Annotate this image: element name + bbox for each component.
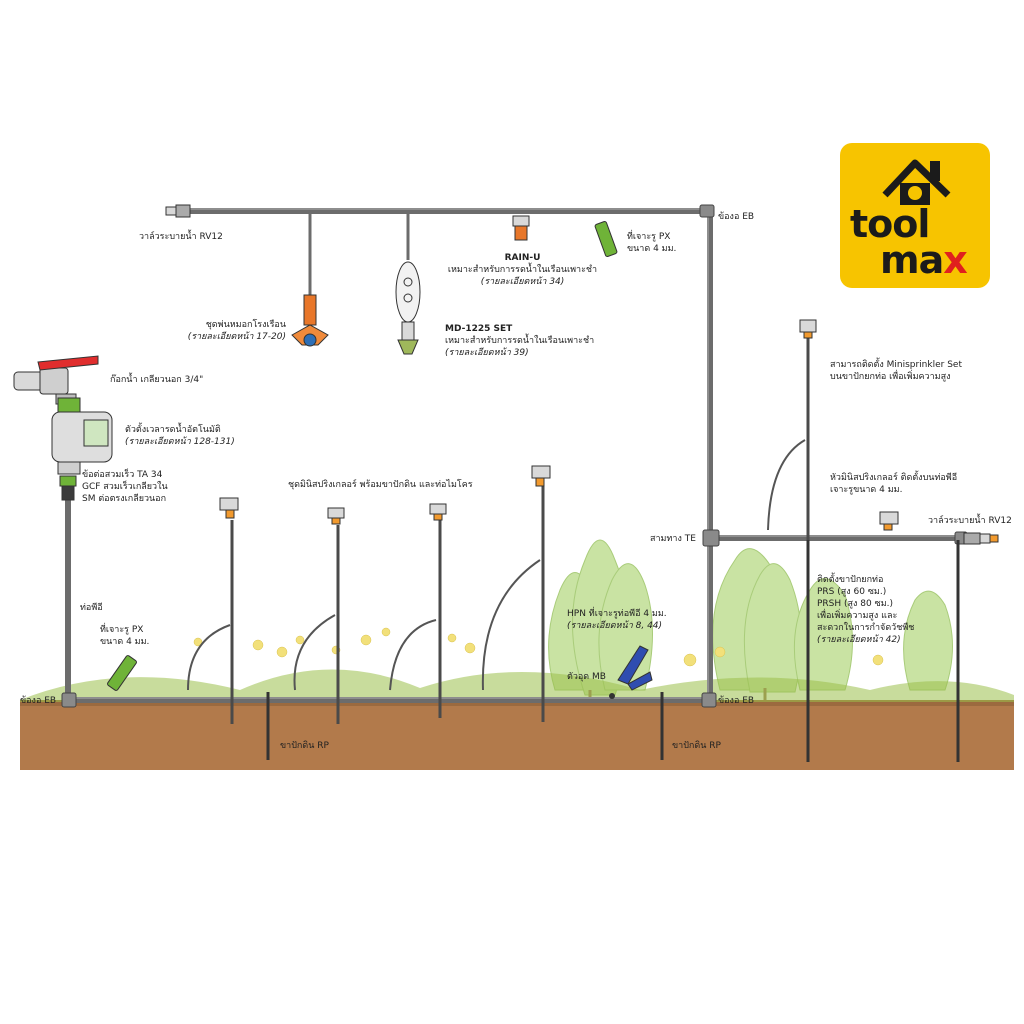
timer-title: ตัวตั้งเวลารดน้ำอัตโนมัติ xyxy=(125,425,221,435)
minisprinkler-stakes xyxy=(230,330,810,724)
label-mb-plug: ตัวอุด MB xyxy=(567,672,606,682)
rp-stakes xyxy=(266,692,664,760)
toolmax-logo: tool max xyxy=(840,143,990,288)
label-pvc-pipe: ท่อพีอี xyxy=(80,603,103,613)
px-bottom-line1: ที่เจาะรู PX xyxy=(100,625,144,635)
label-tee: สามทาง TE xyxy=(650,534,696,544)
elbow-bottom-left xyxy=(61,692,77,708)
prs-line1: ติดตั้งขาปักยกท่อ xyxy=(817,575,884,585)
hpn-ref: (รายละเอียดหน้า 8, 44) xyxy=(567,621,663,631)
prs-stakes xyxy=(806,540,960,762)
flowers xyxy=(193,627,884,667)
md-1225-set xyxy=(395,214,421,355)
pipe-highlights xyxy=(72,208,960,700)
label-elbow-top: ข้องอ EB xyxy=(718,212,755,222)
connector-line1: ข้อต่อสวมเร็ว TA 34 xyxy=(82,470,163,480)
label-stake-rp-1: ขาปักดิน RP xyxy=(280,741,329,751)
label-valve-top: วาล์วระบายน้ำ RV12 xyxy=(139,232,223,242)
micro-tubes xyxy=(187,439,806,691)
logo-word-1: tool xyxy=(850,202,930,246)
prs-line5: สะดวกในการกำจัดวัชพืช xyxy=(817,623,915,633)
label-prs: ติดตั้งขาปักยกท่อ PRS (สูง 60 ซม.) PRSH … xyxy=(817,574,914,646)
water-timer xyxy=(51,397,113,475)
md-ref: (รายละเอียดหน้า 39) xyxy=(445,348,529,358)
rain-u-title: RAIN-U xyxy=(504,253,541,263)
md-title: MD-1225 SET xyxy=(445,324,513,334)
fogger-title: ชุดพ่นหมอกโรงเรือน xyxy=(205,320,286,330)
quick-connector xyxy=(59,475,77,501)
valve-rv12-right xyxy=(963,532,999,545)
label-faucet: ก๊อกน้ำ เกลียวนอก 3/4" xyxy=(110,375,204,385)
rain-u-head xyxy=(512,215,530,241)
mini-install-line1: สามารถติดตั้ง Minisprinkler Set xyxy=(830,360,962,370)
mb-plug xyxy=(609,693,615,699)
label-md-1225: MD-1225 SET เหมาะสำหรับการรดน้ำในเรือนเพ… xyxy=(445,323,594,359)
pipes xyxy=(65,208,963,703)
label-elbow-left: ข้องอ EB xyxy=(20,696,57,706)
logo-accent-x: x xyxy=(943,238,967,282)
px-top-line1: ที่เจาะรู PX xyxy=(627,232,671,242)
label-px-top: ที่เจาะรู PX ขนาด 4 มม. xyxy=(627,231,676,255)
prs-line2: PRS (สูง 60 ซม.) xyxy=(817,587,887,597)
label-hpn: HPN ที่เจาะรูท่อพีอี 4 มม. (รายละเอียดหน… xyxy=(567,608,667,632)
soil xyxy=(20,704,1014,770)
label-mini-set: ชุดมินิสปริงเกลอร์ พร้อมขาปักดิน และท่อไ… xyxy=(288,480,473,490)
prs-line3: PRSH (สูง 80 ซม.) xyxy=(817,599,894,609)
hpn-title: HPN ที่เจาะรูท่อพีอี 4 มม. xyxy=(567,609,667,619)
valve-rv12-top xyxy=(165,204,191,218)
logo-word-2-prefix: ma xyxy=(880,238,944,282)
label-px-bottom: ที่เจาะรู PX ขนาด 4 มม. xyxy=(100,624,149,648)
house-icon xyxy=(882,159,951,205)
head-line1: หัวมินิสปริงเกลอร์ ติดตั้งบนท่อพีอี xyxy=(830,473,958,483)
prs-line4: เพื่อเพิ่มความสูง และ xyxy=(817,611,898,621)
connector-line3: SM ต่อตรงเกลียวนอก xyxy=(82,494,167,504)
label-stake-rp-2: ขาปักดิน RP xyxy=(672,741,721,751)
fogger-set xyxy=(291,214,329,347)
head-line2: เจาะรูขนาด 4 มม. xyxy=(830,485,903,495)
px-punch-top xyxy=(594,221,618,257)
prs-ref: (รายละเอียดหน้า 42) xyxy=(817,635,901,645)
px-top-line2: ขนาด 4 มม. xyxy=(627,244,677,254)
fogger-ref: (รายละเอียดหน้า 17-20) xyxy=(187,332,286,342)
px-bottom-line2: ขนาด 4 มม. xyxy=(100,637,150,647)
label-valve-right: วาล์วระบายน้ำ RV12 xyxy=(928,516,1012,526)
label-fogger: ชุดพ่นหมอกโรงเรือน (รายละเอียดหน้า 17-20… xyxy=(170,319,286,343)
label-rain-u: RAIN-U เหมาะสำหรับการรดน้ำในเรือนเพาะชำ … xyxy=(430,252,615,288)
elbow-bottom-right xyxy=(701,692,717,708)
elbow-top-right xyxy=(699,204,715,218)
label-sprinkler-head: หัวมินิสปริงเกลอร์ ติดตั้งบนท่อพีอี เจาะ… xyxy=(830,472,957,496)
label-connector: ข้อต่อสวมเร็ว TA 34 GCF สวมเร็วเกลียวใน … xyxy=(82,469,168,505)
label-elbow-right: ข้องอ EB xyxy=(718,696,755,706)
connector-line2: GCF สวมเร็วเกลียวใน xyxy=(82,482,168,492)
md-desc: เหมาะสำหรับการรดน้ำในเรือนเพาะชำ xyxy=(445,336,595,346)
rain-u-ref: (รายละเอียดหน้า 34) xyxy=(480,277,565,287)
label-mini-install: สามารถติดตั้ง Minisprinkler Set บนขาปักย… xyxy=(830,359,962,383)
label-timer: ตัวตั้งเวลารดน้ำอัตโนมัติ (รายละเอียดหน้… xyxy=(125,424,235,448)
faucet xyxy=(13,355,99,405)
rain-u-desc: เหมาะสำหรับการรดน้ำในเรือนเพาะชำ xyxy=(447,265,598,275)
logo-word-2: max xyxy=(880,238,968,282)
mini-install-line2: บนขาปักยกท่อ เพื่อเพิ่มความสูง xyxy=(830,372,951,382)
px-punch-bottom xyxy=(107,655,137,691)
hpn-punch xyxy=(617,645,653,691)
sprinkler-heads xyxy=(219,319,899,531)
timer-ref: (รายละเอียดหน้า 128-131) xyxy=(125,437,235,447)
tee-fitting xyxy=(702,529,720,547)
